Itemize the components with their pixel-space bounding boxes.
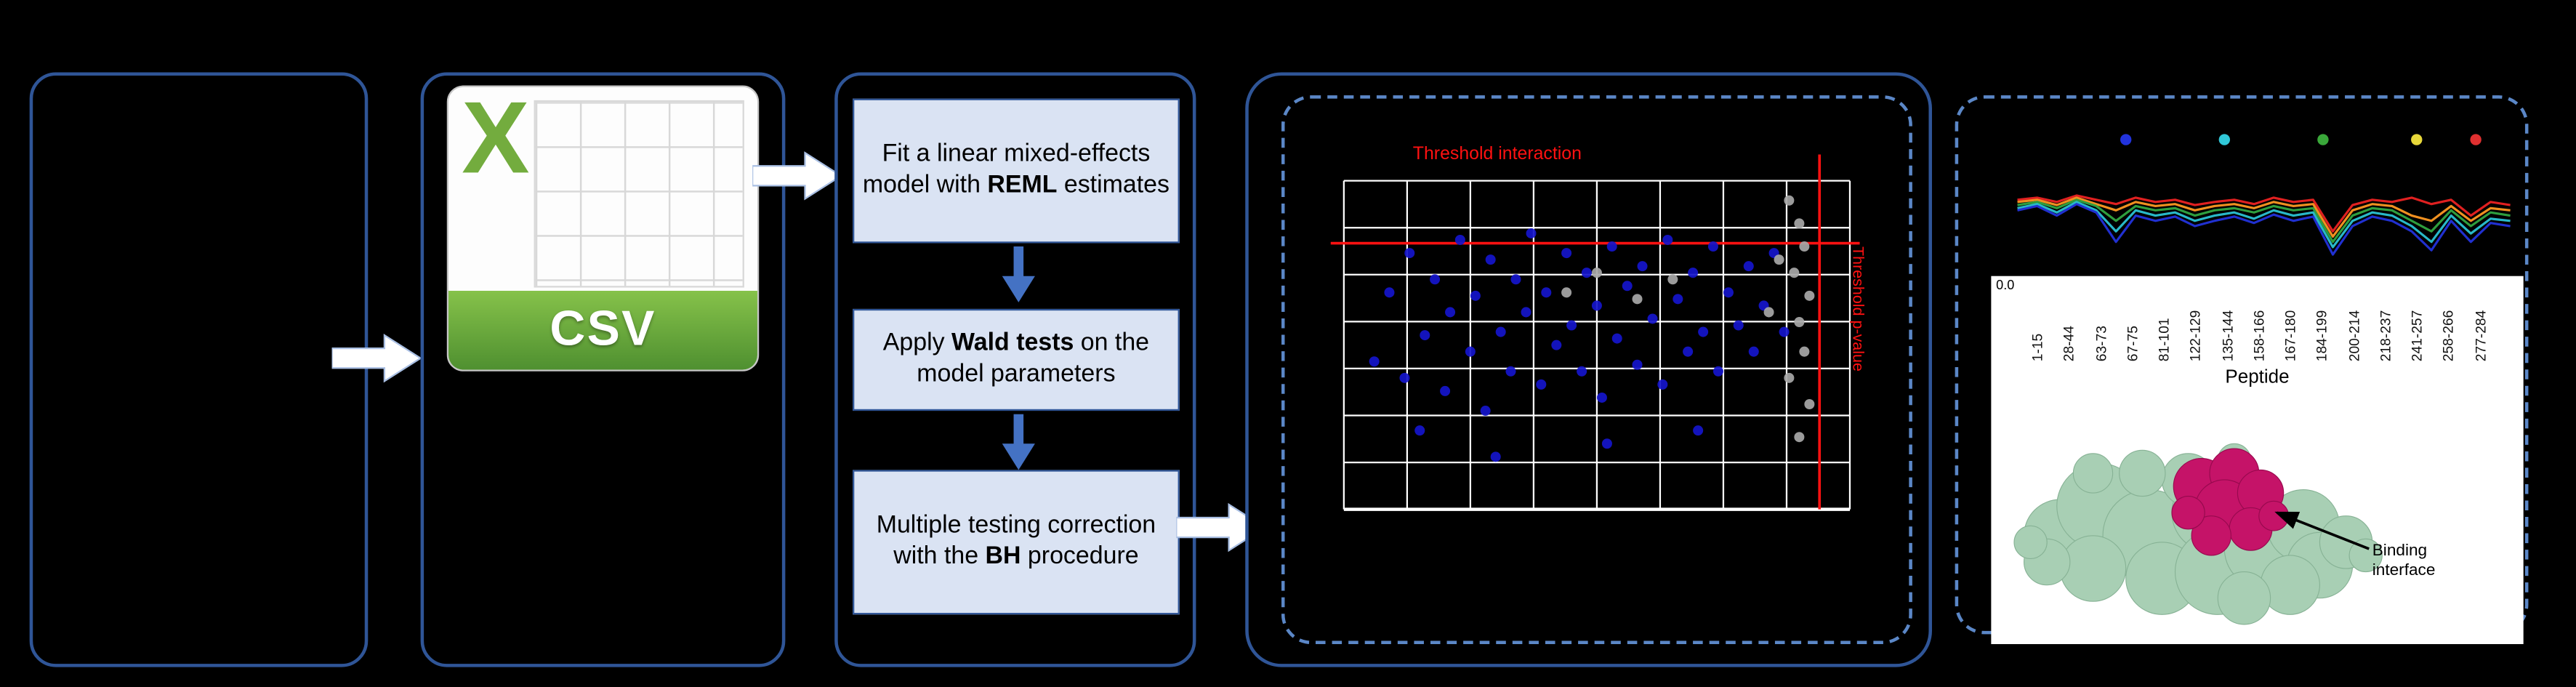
peptide-tick-label: 184-199 bbox=[2313, 310, 2330, 362]
step-fit-model: Fit a linear mixed-effects model with RE… bbox=[853, 98, 1180, 244]
excel-x-logo: X bbox=[462, 82, 530, 196]
volcano-dashed-box bbox=[1281, 95, 1912, 644]
peptide-axis-labels: 1-15 28-44 63-73 67-75 81-101 122-129 13… bbox=[2029, 279, 2489, 362]
peptide-tick-label: 241-257 bbox=[2408, 310, 2426, 362]
volcano-panel bbox=[1245, 72, 1932, 667]
flow-arrow-right-2 bbox=[752, 151, 842, 201]
peptide-tick-label: 122-129 bbox=[2186, 310, 2204, 362]
step-wald-tests-label: Apply Wald tests on the model parameters bbox=[882, 329, 1150, 388]
peptide-axis-title: Peptide bbox=[2225, 368, 2290, 388]
threshold-interaction-label: Threshold interaction bbox=[1412, 144, 1582, 165]
analysis-steps-panel: Fit a linear mixed-effects model with RE… bbox=[834, 72, 1196, 667]
csv-page: X CSV bbox=[446, 82, 760, 371]
peptide-tick-label: 1-15 bbox=[2029, 333, 2045, 362]
csv-panel: X CSV bbox=[420, 72, 786, 667]
binding-interface-magenta bbox=[2171, 448, 2290, 556]
csv-file-icon: X CSV bbox=[446, 82, 760, 371]
peptide-tick-label: 158-166 bbox=[2250, 310, 2267, 362]
spreadsheet-grid bbox=[534, 100, 744, 288]
down-arrow-icon bbox=[1002, 246, 1035, 302]
peptide-tick-label: 277-284 bbox=[2471, 310, 2489, 362]
step-bh-correction: Multiple testing correction with the BH … bbox=[853, 470, 1180, 615]
peptide-tick-label: 135-144 bbox=[2218, 310, 2236, 362]
peptide-tick-label: 200-214 bbox=[2345, 310, 2362, 362]
protein-structure-image bbox=[2013, 443, 2383, 625]
volcano-plot: Threshold interaction Threshold p-value bbox=[1318, 138, 1903, 542]
volcano-scatter-svg bbox=[1330, 154, 1860, 511]
peptide-tick-label: 218-237 bbox=[2376, 310, 2394, 362]
peptide-tick-label: 258-266 bbox=[2439, 310, 2457, 362]
step-fit-model-label: Fit a linear mixed-effects model with RE… bbox=[862, 140, 1170, 199]
input-panel bbox=[29, 72, 369, 667]
binding-interface-arrow bbox=[2274, 511, 2370, 550]
peptide-tick-label: 28-44 bbox=[2060, 326, 2077, 362]
peptide-tick-label: 63-73 bbox=[2092, 326, 2109, 362]
binding-interface-label: Binding interface bbox=[2372, 542, 2436, 579]
peptide-tick-label: 167-180 bbox=[2282, 310, 2299, 362]
peptide-tick-label: 81-101 bbox=[2155, 318, 2172, 362]
down-arrow-icon bbox=[1002, 414, 1035, 470]
csv-banner-label: CSV bbox=[448, 291, 757, 370]
peptide-uptake-line-chart bbox=[2017, 134, 2511, 256]
peptide-tick-label: 67-75 bbox=[2123, 326, 2141, 362]
threshold-pvalue-label: Threshold p-value bbox=[1848, 246, 1867, 371]
y-axis-tick: 0.0 bbox=[1996, 277, 2015, 293]
flow-arrow-right-1 bbox=[331, 334, 421, 383]
step-bh-correction-label: Multiple testing correction with the BH … bbox=[876, 511, 1156, 571]
peptide-plot-panel: 0.0 1-15 28-44 63-73 67-75 81-101 122-12… bbox=[1991, 276, 2524, 644]
step-wald-tests: Apply Wald tests on the model parameters bbox=[853, 308, 1180, 411]
